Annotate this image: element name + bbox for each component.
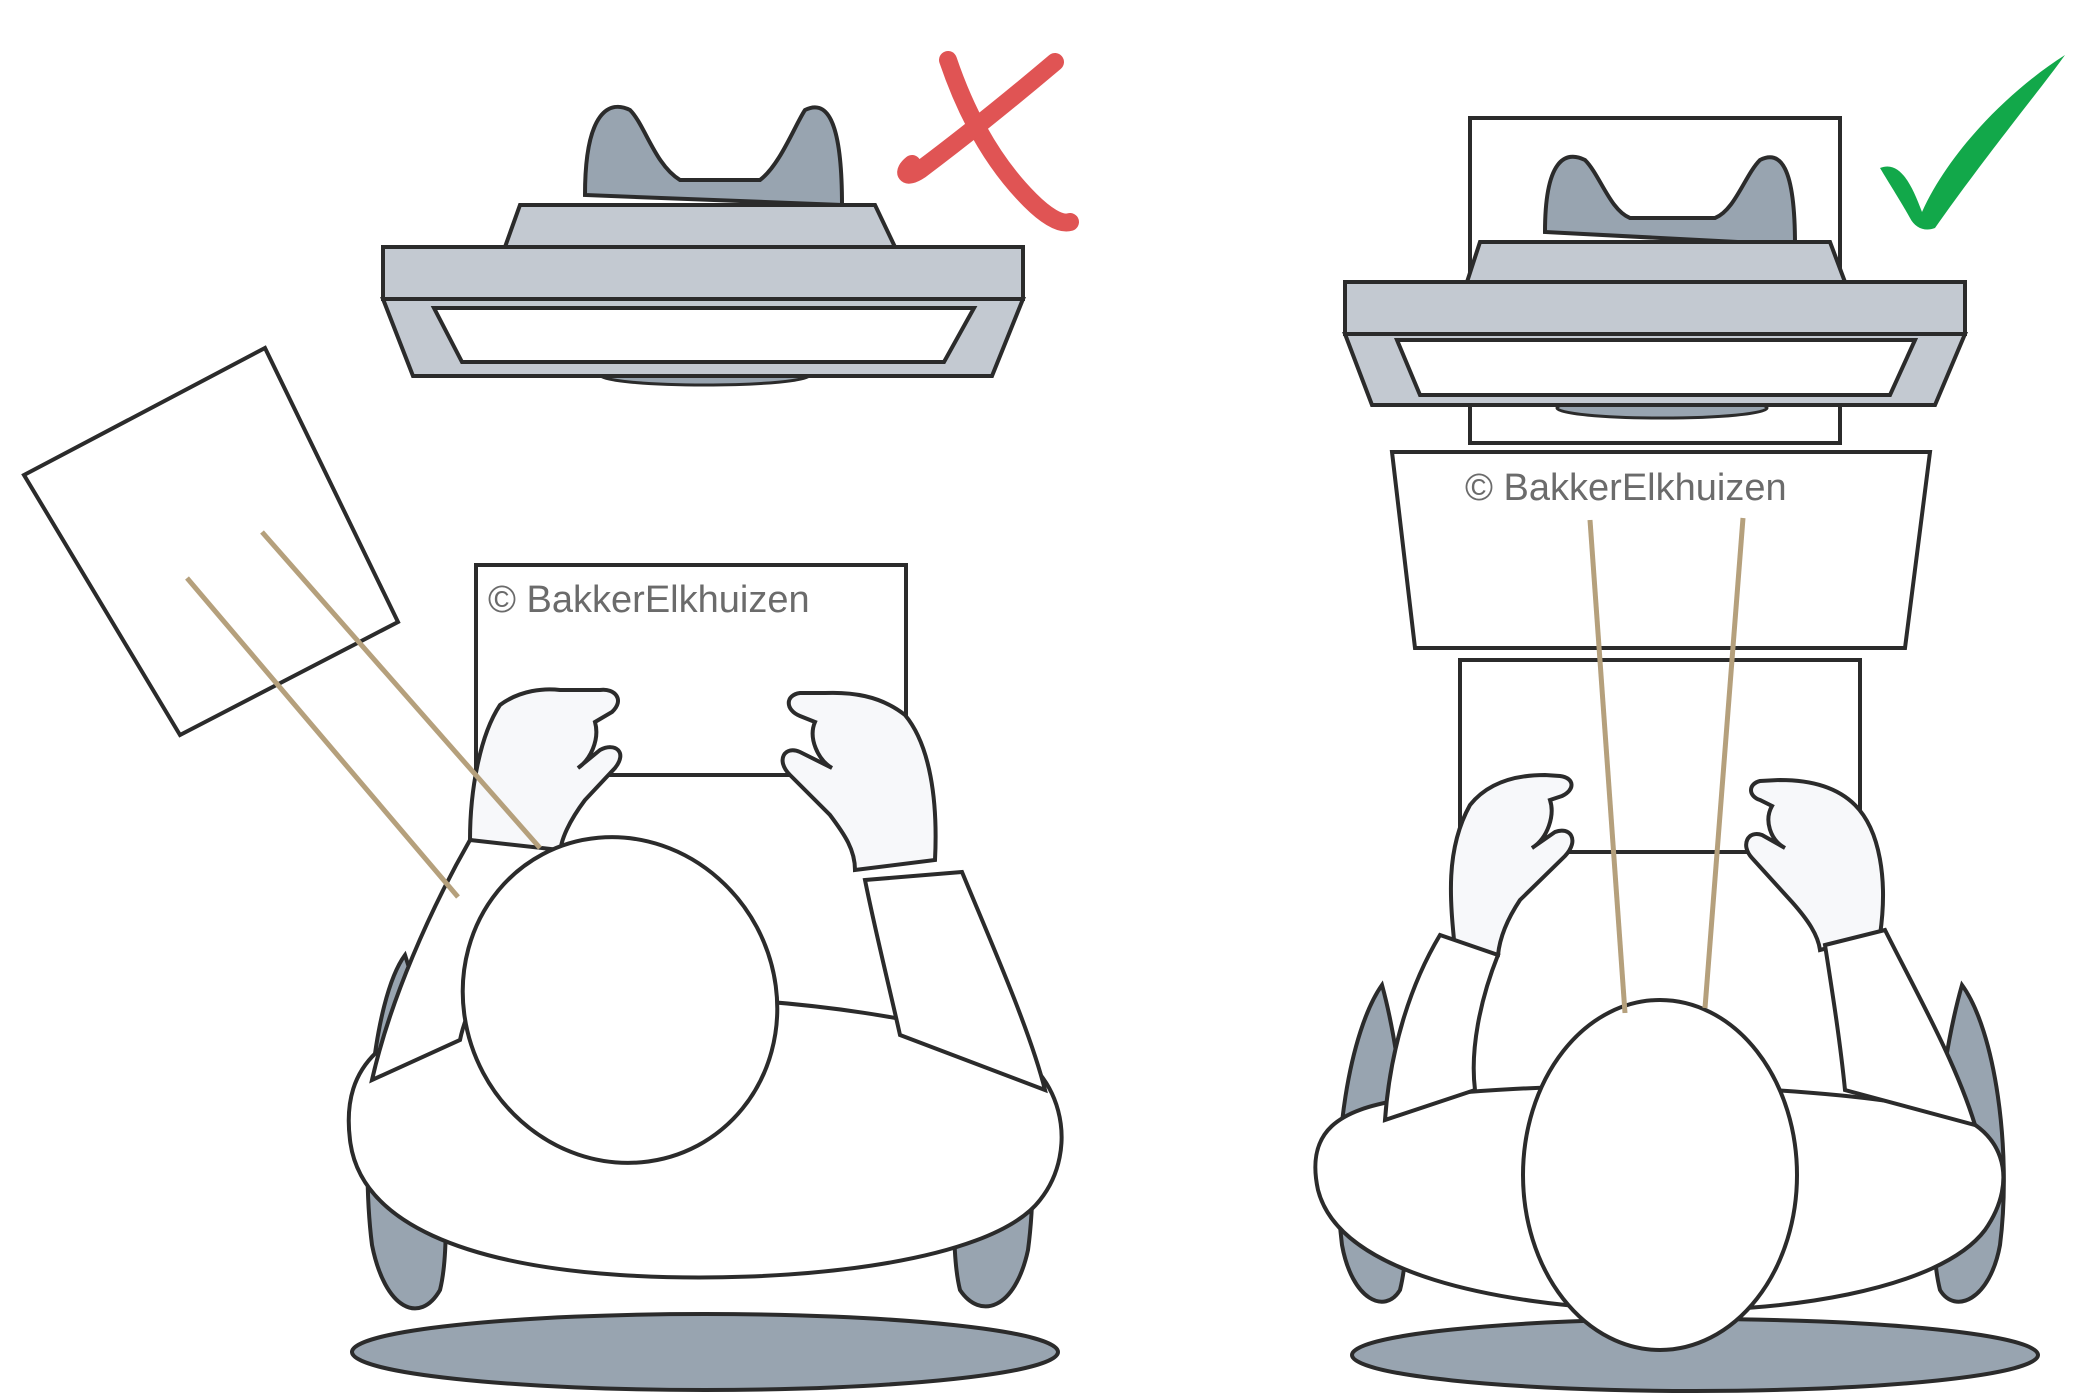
- right-arm-right: [1822, 927, 1978, 1128]
- right-arm-left: [1382, 932, 1501, 1123]
- right-document: [1389, 450, 1933, 650]
- left-scene-hand-right: [780, 690, 938, 873]
- left-arm-right: [862, 869, 1048, 1094]
- right-watermark: © BakkerElkhuizen: [1465, 467, 1787, 509]
- left-sight-line-2: [260, 530, 542, 850]
- right-monitor-screen: [1393, 338, 1919, 397]
- left-scene: © BakkerElkhuizen: [21, 51, 1079, 1392]
- left-watermark: © BakkerElkhuizen: [488, 579, 810, 621]
- left-monitor-stand: [582, 104, 845, 208]
- left-scene-hand-left: [467, 687, 623, 858]
- right-scene-hand-left: [1448, 772, 1575, 958]
- right-sight-line-1: [1587, 519, 1628, 1014]
- right-monitor-base: [1464, 240, 1848, 284]
- cross-icon: [897, 51, 1079, 232]
- right-monitor: [1342, 280, 1969, 407]
- right-sight-line-2: [1702, 517, 1746, 1009]
- right-scene: © BakkerElkhuizen: [1313, 55, 2065, 1393]
- left-monitor-screen: [430, 306, 978, 364]
- left-head: [460, 835, 780, 1165]
- left-sight-line-1: [185, 576, 460, 899]
- left-document: [21, 345, 401, 738]
- left-chair-base: [350, 1312, 1060, 1392]
- check-icon: [1880, 55, 2065, 230]
- right-monitor-stand: [1542, 154, 1798, 248]
- left-monitor: [380, 245, 1026, 378]
- left-monitor-base: [502, 203, 899, 249]
- right-head: [1521, 998, 1799, 1352]
- right-scene-hand-right: [1744, 777, 1885, 953]
